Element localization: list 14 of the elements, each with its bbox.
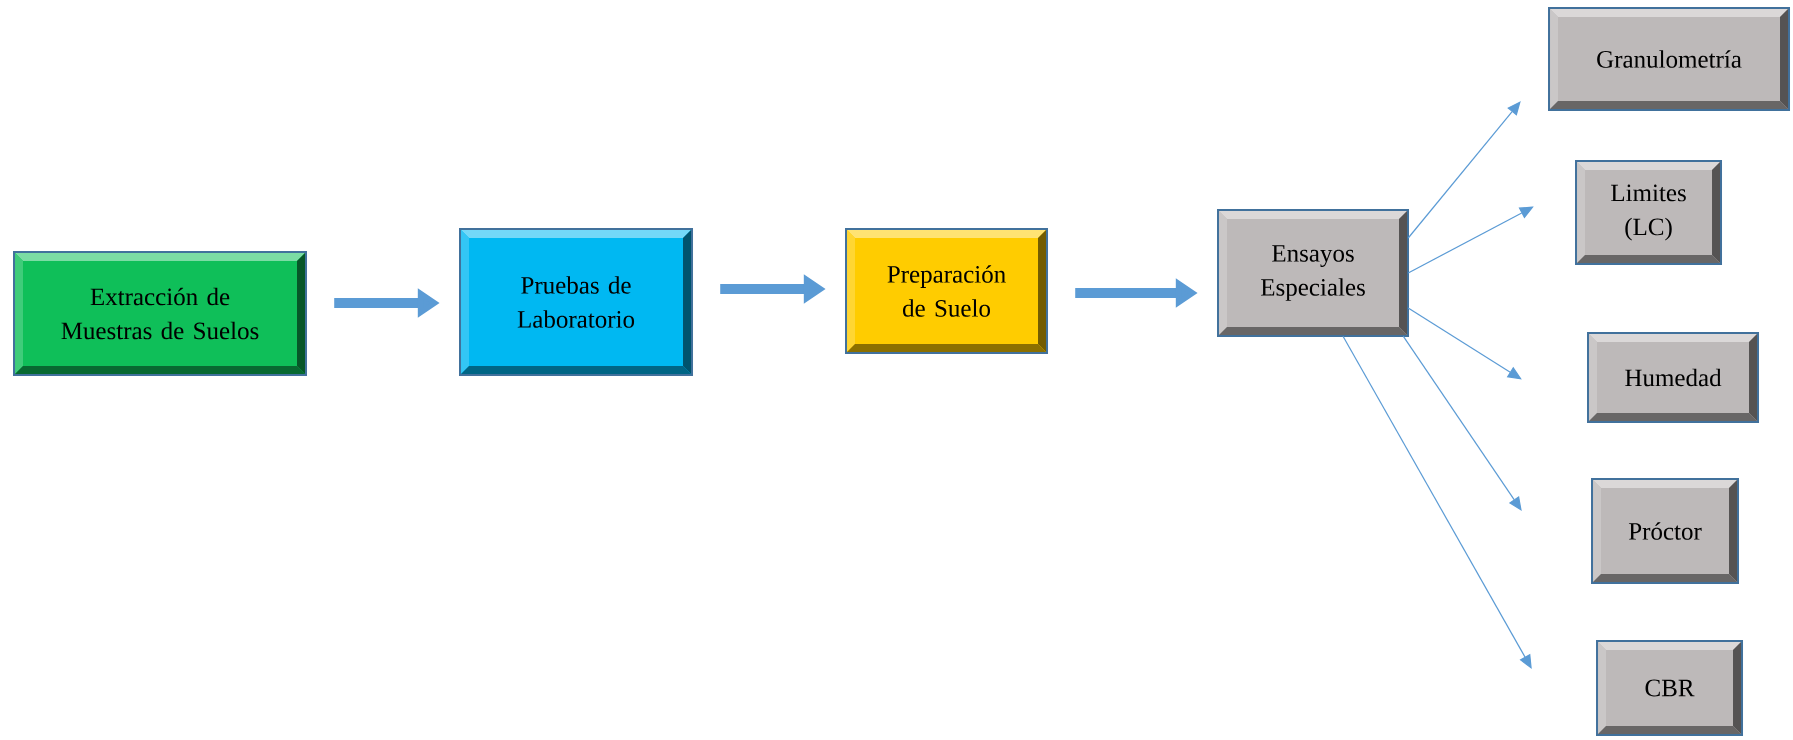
arrow xyxy=(1407,206,1534,274)
process-box: Pruebas de Laboratorio xyxy=(459,228,693,376)
process-box: Ensayos Especiales xyxy=(1217,209,1409,337)
process-box: Limites (LC) xyxy=(1575,160,1722,265)
process-box: Extracción de Muestras de Suelos xyxy=(13,251,307,376)
process-box: Próctor xyxy=(1591,478,1739,584)
process-box: Preparación de Suelo xyxy=(845,228,1048,354)
arrow xyxy=(1402,335,1522,511)
process-box: CBR xyxy=(1596,640,1743,736)
process-box: Granulometría xyxy=(1548,7,1790,111)
process-box: Humedad xyxy=(1587,332,1759,423)
arrow xyxy=(1407,307,1522,380)
arrow xyxy=(1407,101,1521,239)
arrow xyxy=(1342,335,1532,669)
